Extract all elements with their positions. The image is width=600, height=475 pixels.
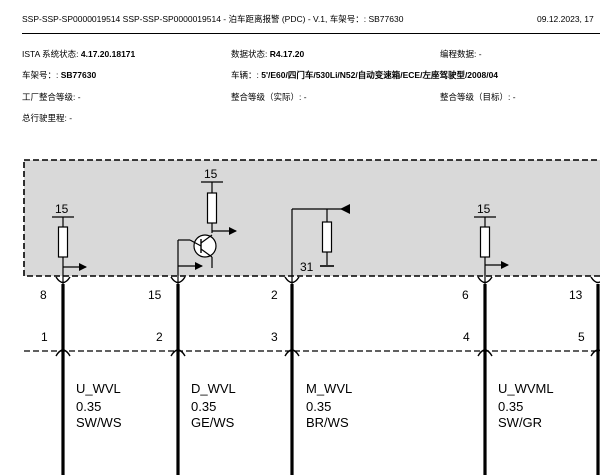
wire-name: D_WVL (191, 381, 236, 396)
lower-pin-3: 3 (271, 330, 278, 344)
lower-pin-5: 5 (578, 330, 585, 344)
document-title: SSP-SSP-SP0000019514 SSP-SSP-SP000001951… (22, 14, 404, 24)
vehicle: 车辆：: 5'/E60/四门车/530Li/N52/自动变速箱/ECE/左座驾驶… (231, 70, 498, 81)
lower-pin-2: 2 (156, 330, 163, 344)
wire-size: 0.35 (191, 399, 216, 414)
vehicle-value: 5'/E60/四门车/530Li/N52/自动变速箱/ECE/左座驾驶型/200… (261, 70, 499, 80)
upper-pin-3: 2 (271, 288, 278, 302)
wire-size: 0.35 (306, 399, 331, 414)
document-date: 09.12.2023, 17 (537, 14, 594, 24)
upper-pin-5: 13 (569, 288, 583, 302)
vehicle-label: 车辆：: (231, 70, 262, 80)
pin-connectors (55, 276, 600, 357)
supply-label-3: 15 (477, 202, 491, 216)
sensor-2-circuit (177, 181, 237, 284)
lower-pin-1: 1 (41, 330, 48, 344)
sensor-4-circuit (474, 216, 509, 284)
sensor-3-circuit (291, 204, 350, 284)
ista-status: ISTA 系统状态: 4.17.20.18171 (22, 49, 135, 60)
data-status: 数据状态: R4.17.20 (231, 49, 304, 60)
programming-data: 编程数据: - (440, 49, 482, 59)
wire-size: 0.35 (498, 399, 523, 414)
wire-name: U_WVL (76, 381, 121, 396)
control-unit-box (23, 159, 600, 277)
wire-size: 0.35 (76, 399, 101, 414)
ista-status-label: ISTA 系统状态: (22, 49, 81, 59)
supply-label-1: 15 (55, 202, 69, 216)
wire-color: BR/WS (306, 415, 349, 430)
ground-label: 31 (300, 260, 314, 274)
data-status-label: 数据状态: (231, 49, 270, 59)
wire-name: U_WVML (498, 381, 554, 396)
header-divider (22, 33, 600, 34)
wire-color: GE/WS (191, 415, 235, 430)
supply-label-2: 15 (204, 167, 218, 181)
data-status-value: R4.17.20 (269, 49, 305, 59)
upper-pin-1: 8 (40, 288, 47, 302)
target-integration-level: 整合等级（目标）: - (440, 92, 516, 102)
ista-status-value: 4.17.20.18171 (80, 49, 136, 59)
document-header: SSP-SSP-SP0000019514 SSP-SSP-SP000001951… (0, 0, 600, 150)
lower-pin-4: 4 (463, 330, 470, 344)
wire-label-1: U_WVL 0.35 SW/WS (76, 381, 122, 430)
sensor-1-circuit (52, 216, 87, 284)
wire-bundle (61, 284, 600, 475)
wire-color: SW/WS (76, 415, 122, 430)
vin-label: 车架号：: (22, 70, 61, 80)
transistor-symbol (193, 234, 217, 258)
upper-pin-4: 6 (462, 288, 469, 302)
actual-integration-level: 整合等级（实际）: - (231, 92, 307, 102)
total-mileage: 总行驶里程: - (22, 113, 73, 123)
wire-color: SW/GR (498, 415, 542, 430)
wire-label-4: U_WVML 0.35 SW/GR (498, 381, 554, 430)
upper-pin-2: 15 (148, 288, 162, 302)
vin-value: SB77630 (60, 70, 97, 80)
factory-integration-level: 工厂整合等级: - (22, 92, 81, 102)
wire-name: M_WVL (306, 381, 352, 396)
wire-label-2: D_WVL 0.35 GE/WS (191, 381, 236, 430)
wire-label-3: M_WVL 0.35 BR/WS (306, 381, 352, 430)
vin: 车架号：: SB77630 (22, 70, 96, 81)
